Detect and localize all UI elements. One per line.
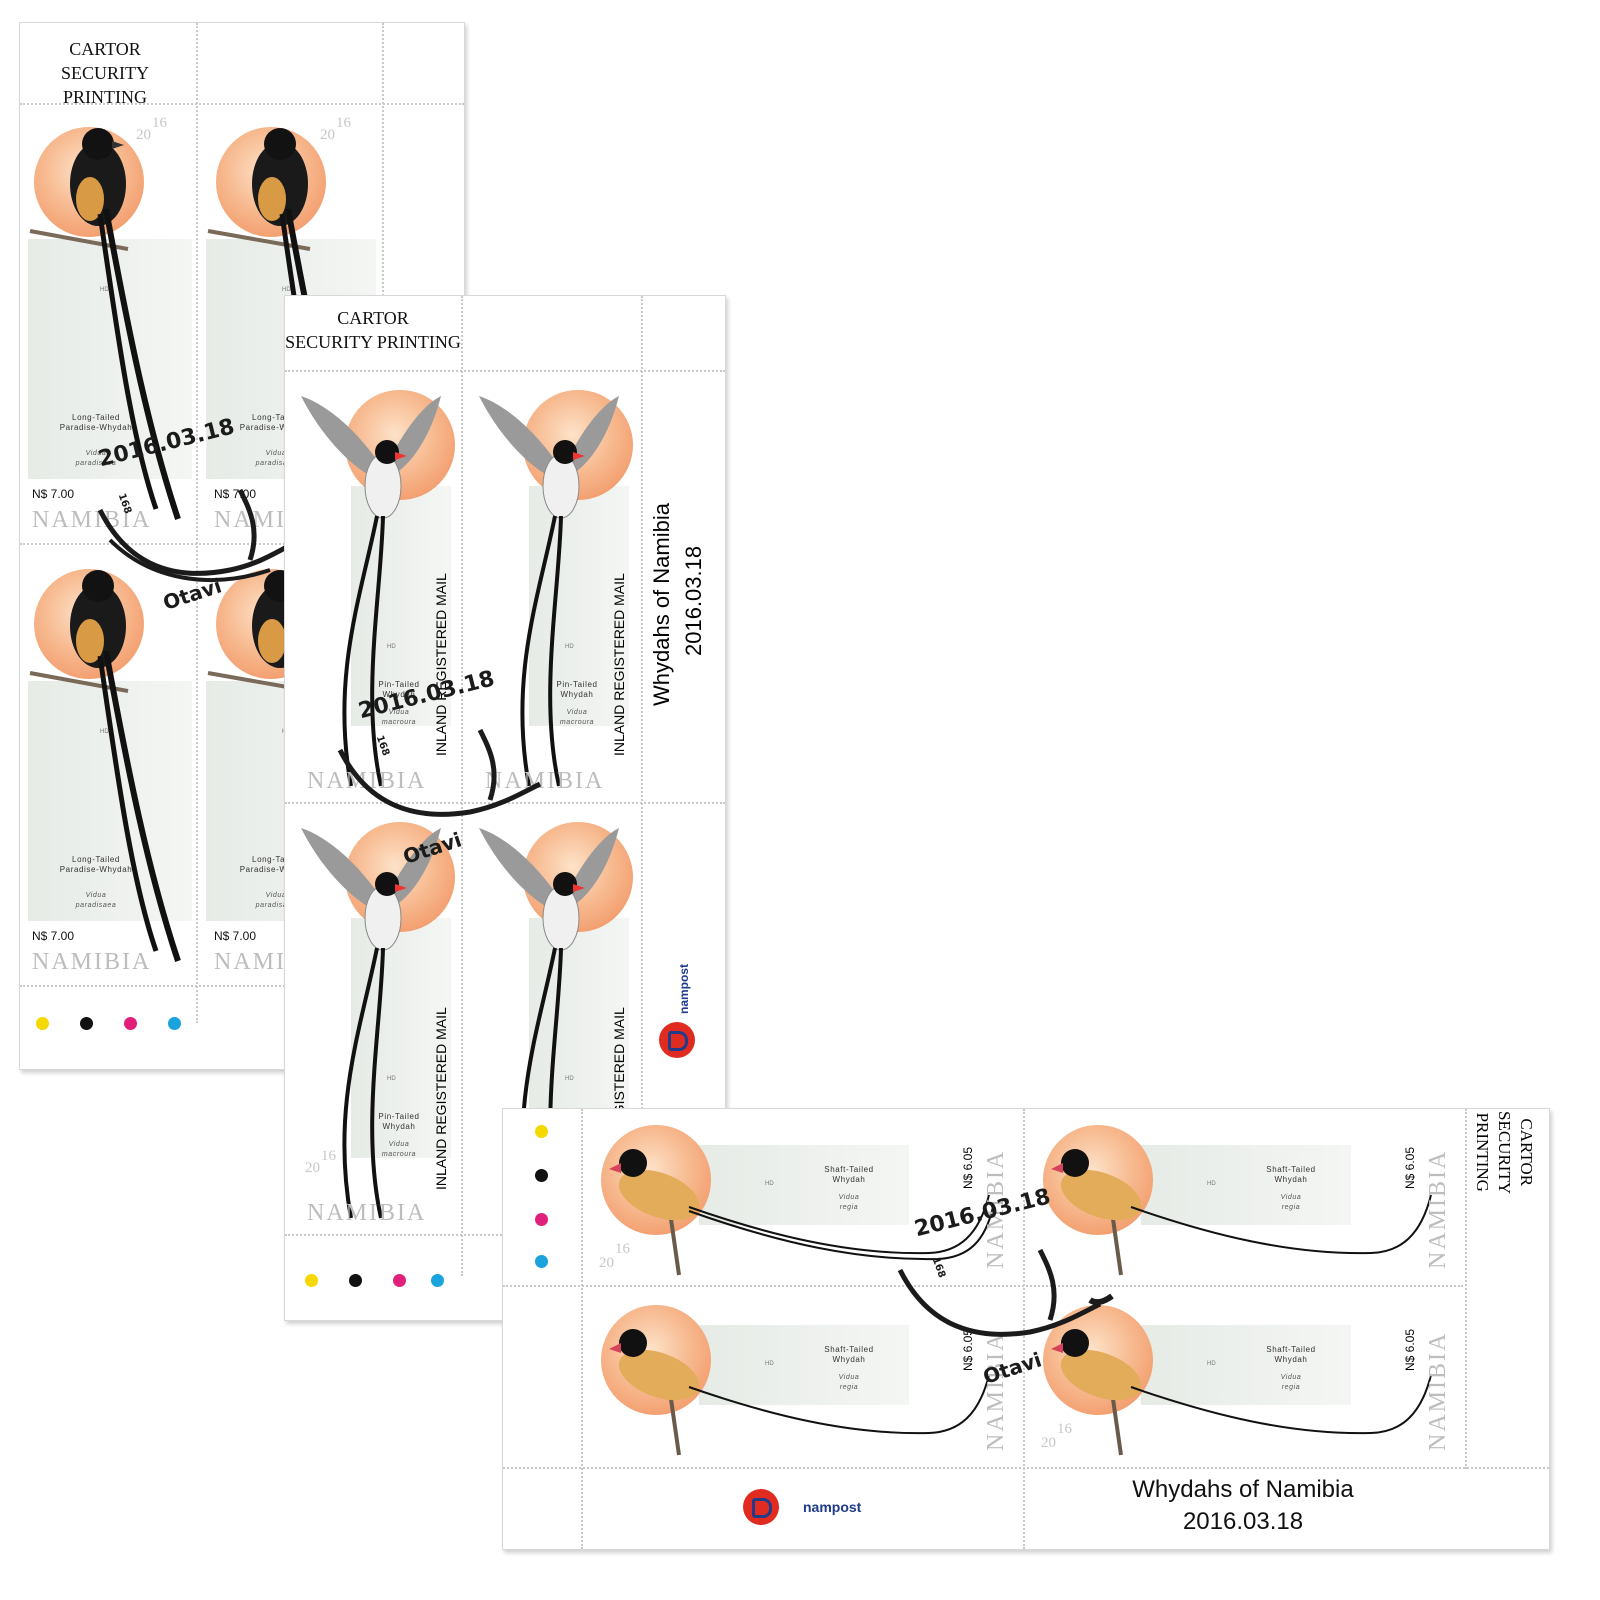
nampost-logo-icon (743, 1489, 779, 1525)
country-name: NAMIBIA (1425, 1331, 1451, 1451)
color-register-cyan (535, 1255, 548, 1268)
long-tailed-paradise-whydah-illustration (29, 128, 181, 520)
postmark-bird-cancel (97, 488, 302, 582)
country-name: NAMIBIA (1425, 1149, 1451, 1269)
color-register-magenta (393, 1274, 406, 1287)
bird-name: Shaft-Tailed Whydah (824, 1165, 874, 1184)
pin-tailed-whydah-illustration (301, 396, 441, 787)
stamp-pin-tailed-whydah: 16 20 HD Pin-Tailed Whydah Vidua macrour… (291, 808, 457, 1230)
long-tailed-paradise-whydah-illustration (29, 570, 181, 962)
issue-title: Whydahs of Namibia (1132, 1476, 1354, 1503)
issue-date: 2016.03.18 (681, 545, 706, 656)
issue-date: 2016.03.18 (1182, 1508, 1304, 1535)
bird-name: Pin-Tailed Whydah (378, 680, 420, 699)
shaft-tailed-whydah-illustration (1051, 1149, 1432, 1276)
color-register-magenta (124, 1017, 137, 1030)
issue-title: Whydahs of Namibia (649, 503, 674, 706)
color-register-black (535, 1169, 548, 1182)
nampost-logo-icon (659, 1022, 695, 1058)
printer-imprint: CARTOR SECURITY PRINTING (285, 308, 461, 352)
pin-tailed-whydah-illustration (301, 828, 441, 1219)
stamp-long-tailed-paradise-whydah: HD Long-Tailed Paradise-Whydah Vidua par… (28, 551, 192, 979)
shaft-tailed-whydah-illustration (609, 1149, 994, 1276)
stamp-shaft-tailed-whydah: HD Shaft-Tailed Whydah Vidua regia (1031, 1115, 1459, 1279)
shaft-tailed-whydah-illustration (609, 1329, 990, 1456)
scientific-name: Vidua regia (838, 1194, 860, 1211)
color-register-yellow (305, 1274, 318, 1287)
face-value: N$ 6.05 (1403, 1328, 1417, 1371)
color-register-magenta (535, 1213, 548, 1226)
color-register-yellow (535, 1125, 548, 1138)
stamp-pin-tailed-whydah: HD Pin-Tailed Whydah Vidua macroura NAMI… (291, 376, 457, 798)
printer-imprint: CARTOR SECURITY PRINTING (60, 39, 149, 107)
scientific-name: Vidua macroura (381, 709, 417, 726)
registered-mail-label: INLAND REGISTERED MAIL (611, 573, 627, 756)
stamp-shaft-tailed-whydah: 16 20 HD Shaft-Tailed Whydah Vidua regia (589, 1115, 1017, 1279)
nampost-wordmark: nampost (803, 1499, 862, 1515)
color-register-black (349, 1274, 362, 1287)
nampost-wordmark: nampost (677, 963, 691, 1014)
postmark-bird-cancel (897, 1248, 1114, 1337)
bird-name: Long-Tailed Paradise-Whydah (59, 413, 133, 432)
face-value: N$ 6.05 (961, 1146, 975, 1189)
color-register-yellow (36, 1017, 49, 1030)
country-name: NAMIBIA (32, 507, 152, 533)
stamp-sheet-long-tailed-paradise-whydah: CARTOR SECURITY PRINTING 16 20 HD Long-T… (19, 22, 465, 1070)
color-register-cyan (431, 1274, 444, 1287)
printer-imprint: CARTOR SECURITY PRINTING (1473, 1111, 1536, 1195)
country-name: NAMIBIA (307, 768, 427, 794)
scientific-name: Vidua paradisaea (75, 450, 117, 467)
pin-tailed-whydah-illustration (479, 396, 619, 787)
stamp-pin-tailed-whydah: HD Pin-Tailed Whydah Vidua macroura NAMI… (469, 376, 635, 798)
face-value: N$ 6.05 (1403, 1146, 1417, 1189)
registered-mail-label: INLAND REGISTERED MAIL (433, 1007, 449, 1190)
face-value: N$ 7.00 (32, 487, 75, 501)
postmark-bird-cancel (337, 728, 542, 817)
stamp-long-tailed-paradise-whydah: 16 20 HD Long-Tailed Paradise-Whydah Vid… (28, 109, 192, 537)
color-register-black (80, 1017, 93, 1030)
color-register-cyan (168, 1017, 181, 1030)
shaft-tailed-whydah-illustration (1051, 1329, 1432, 1456)
